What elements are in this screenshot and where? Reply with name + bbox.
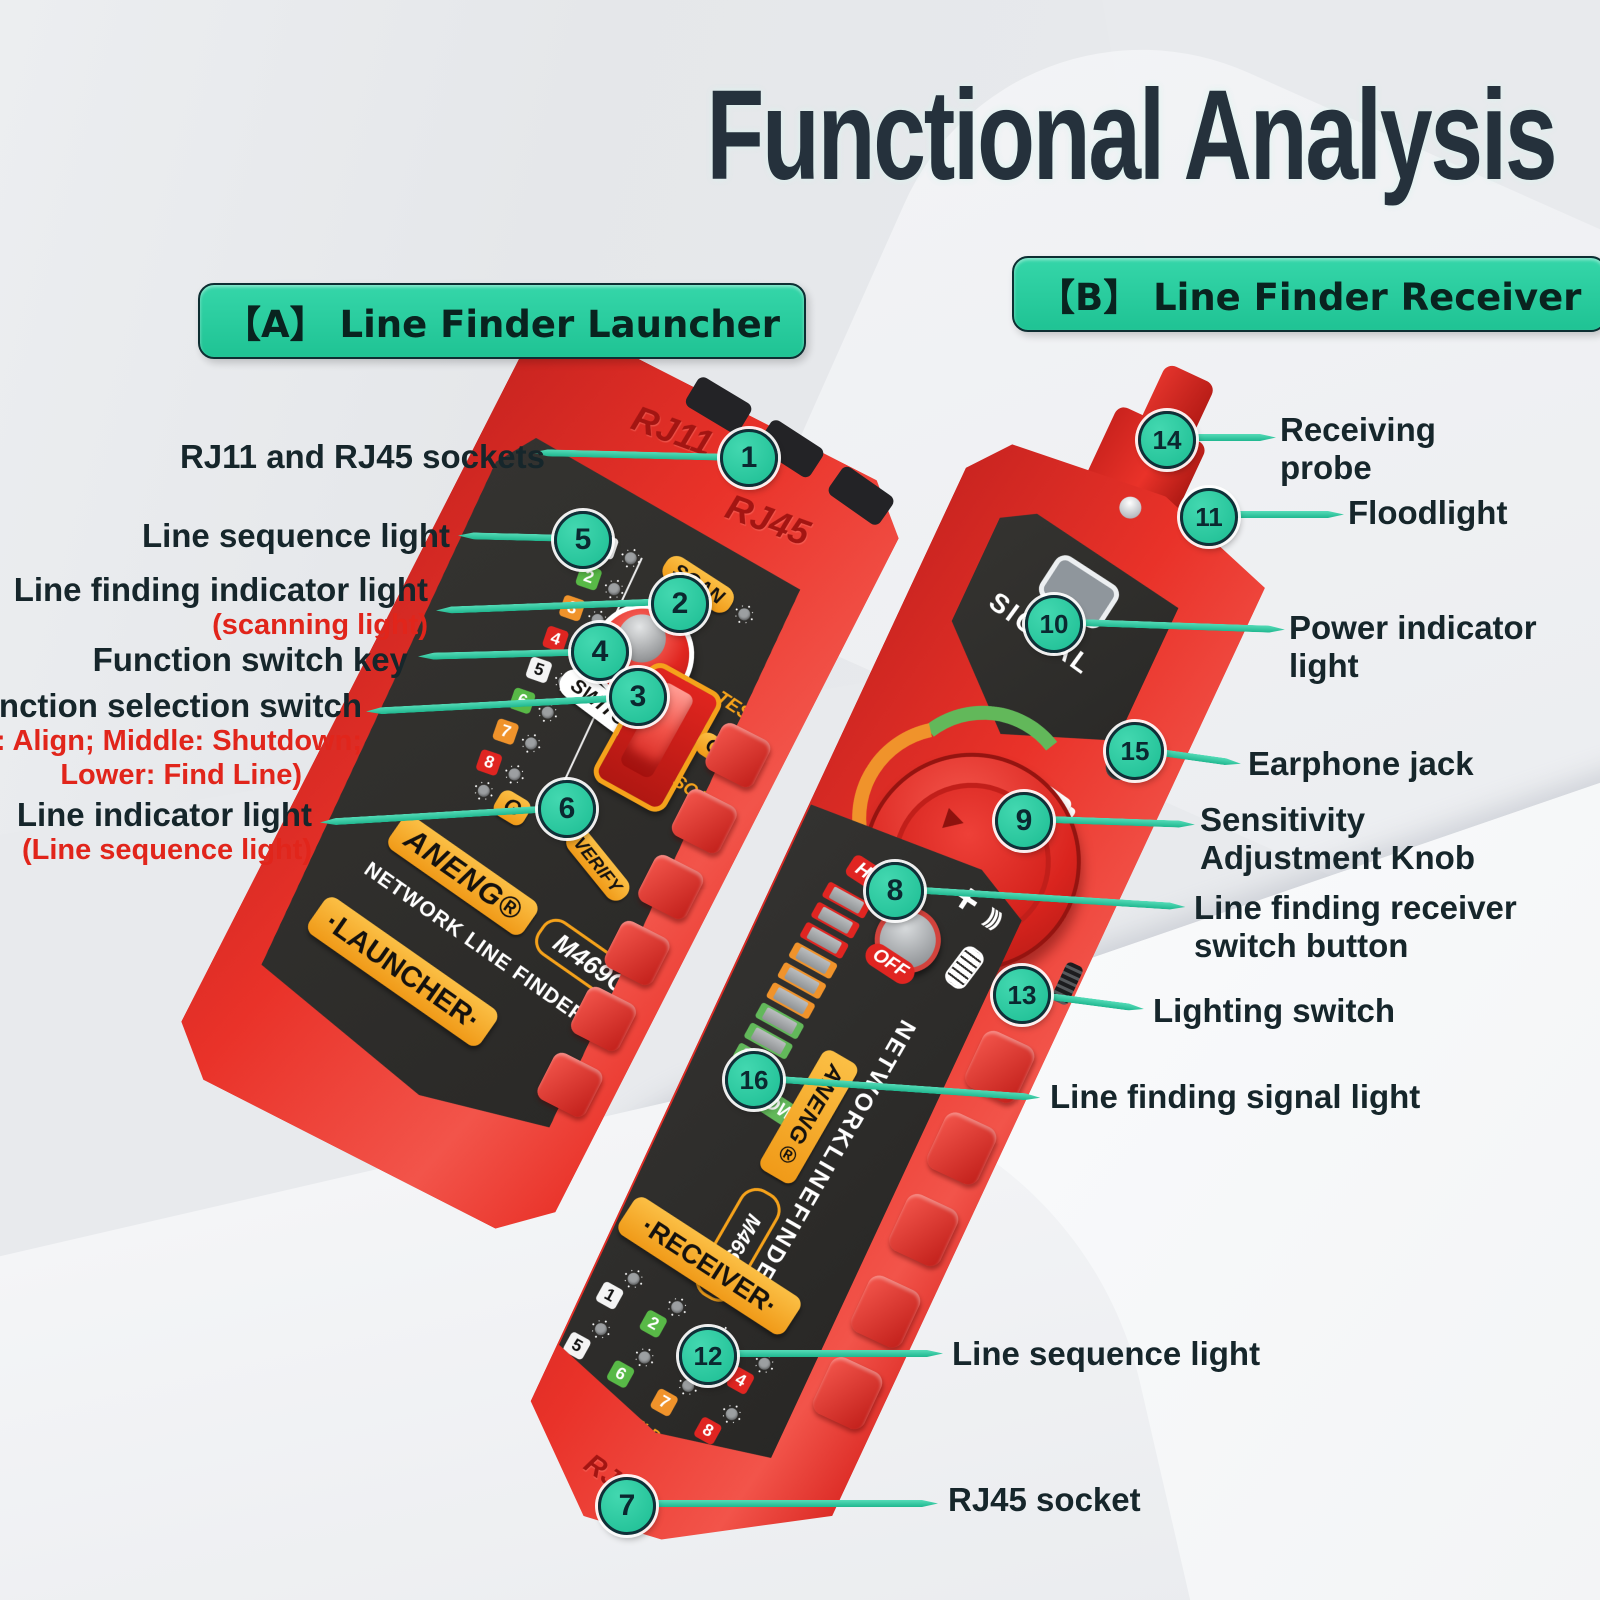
label-power-indicator-light: Power indicator light bbox=[1289, 609, 1537, 685]
callout-marker-8: 8 bbox=[866, 862, 924, 920]
callout-marker-11: 11 bbox=[1180, 488, 1238, 546]
callout-marker-10: 10 bbox=[1025, 595, 1083, 653]
led-icon bbox=[631, 1344, 659, 1372]
callout-marker-7: 7 bbox=[598, 1477, 656, 1535]
section-badge-receiver: 【B】 Line Finder Receiver bbox=[1012, 256, 1600, 332]
label-function-switch-key: Function switch key bbox=[92, 641, 408, 678]
callout-marker-9: 9 bbox=[995, 792, 1053, 850]
callout-marker-15: 15 bbox=[1106, 722, 1164, 780]
label-line-finding-signal-light: Line finding signal light bbox=[1050, 1078, 1421, 1115]
label-line-sequence-light-a: Line sequence light bbox=[141, 517, 450, 554]
callout-marker-4: 4 bbox=[571, 623, 629, 681]
section-badge-launcher: 【A】 Line Finder Launcher bbox=[198, 283, 806, 359]
label-lighting-switch: Lighting switch bbox=[1153, 992, 1395, 1029]
label-earphone-jack: Earphone jack bbox=[1248, 745, 1474, 782]
callout-marker-1: 1 bbox=[720, 429, 778, 487]
callout-marker-5: 5 bbox=[554, 511, 612, 569]
knob-pointer bbox=[938, 806, 963, 828]
label-function-selection-switch: Function selection switch(Upper: Align; … bbox=[0, 687, 362, 791]
led-icon bbox=[718, 1400, 746, 1428]
sound-waves-icon: ))) bbox=[980, 903, 1006, 932]
led-icon bbox=[518, 730, 545, 757]
speaker-icon bbox=[942, 943, 988, 993]
page-title: Functional Analysis bbox=[705, 64, 1557, 207]
ground-indicator-light: G bbox=[468, 774, 534, 829]
line-sequence-led-7: 7 bbox=[491, 717, 545, 758]
label-line-sequence-light-b: Line sequence light bbox=[952, 1335, 1261, 1372]
callout-marker-13: 13 bbox=[993, 966, 1051, 1024]
leader-line-11 bbox=[1206, 511, 1344, 518]
callout-marker-2: 2 bbox=[651, 575, 709, 633]
label-receiving-probe: Receiving probe bbox=[1280, 411, 1436, 487]
led-icon bbox=[587, 1315, 615, 1343]
label-line-finding-receiver-switch-button: Line finding receiver switch button bbox=[1194, 889, 1517, 965]
floodlight bbox=[1116, 493, 1145, 522]
led-icon bbox=[620, 1265, 648, 1293]
led-icon bbox=[730, 600, 758, 628]
leader-line-7 bbox=[624, 1500, 938, 1507]
led-icon bbox=[617, 545, 644, 572]
label-sensitivity-adjustment-knob: Sensitivity Adjustment Knob bbox=[1200, 801, 1475, 877]
callout-marker-12: 12 bbox=[679, 1327, 737, 1385]
label-line-finding-indicator-light: Line finding indicator light(scanning li… bbox=[13, 571, 428, 642]
callout-marker-14: 14 bbox=[1138, 411, 1196, 469]
label-floodlight: Floodlight bbox=[1348, 494, 1508, 531]
brand-badge: ANENG® bbox=[385, 812, 543, 939]
led-icon bbox=[663, 1293, 691, 1321]
leader-line-12 bbox=[705, 1350, 943, 1357]
led-icon bbox=[501, 761, 528, 788]
callout-marker-16: 16 bbox=[725, 1051, 783, 1109]
led-icon bbox=[470, 777, 497, 804]
rj45-socket-label: RJ45 bbox=[720, 485, 816, 554]
callout-marker-6: 6 bbox=[538, 780, 596, 838]
led-icon bbox=[550, 1364, 578, 1392]
leader-line-14 bbox=[1164, 434, 1276, 441]
launcher-role-badge: ·LAUNCHER· bbox=[304, 893, 501, 1049]
label-rj11-rj45-sockets: RJ11 and RJ45 sockets bbox=[179, 438, 545, 475]
callout-marker-3: 3 bbox=[609, 668, 667, 726]
label-rj45-socket: RJ45 socket bbox=[948, 1481, 1141, 1518]
label-line-indicator-light: Line indicator light(Line sequence light… bbox=[16, 796, 312, 867]
